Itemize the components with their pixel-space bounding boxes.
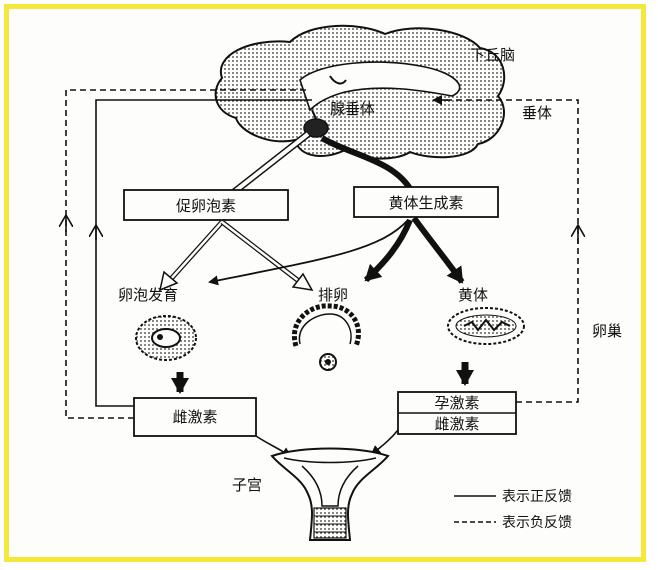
label-hypothalamus: 下丘脑 bbox=[470, 46, 515, 64]
fsh-box: 促卵泡素 bbox=[123, 189, 289, 221]
lh-box: 黄体生成素 bbox=[353, 186, 499, 218]
pituitary-to-fsh-line bbox=[231, 131, 311, 195]
progesterone-to-uterus-arrow bbox=[370, 429, 399, 456]
right-negative-feedback-line bbox=[432, 99, 579, 403]
fsh-to-follicle-arrow bbox=[158, 220, 224, 292]
label-corpus-luteum: 黄体 bbox=[458, 286, 488, 304]
progesterone-label: 孕激素 bbox=[434, 394, 479, 412]
estrogen-label: 雌激素 bbox=[172, 408, 217, 426]
legend-solid-label: 表示正反馈 bbox=[502, 489, 572, 505]
estrogen-2-label: 雌激素 bbox=[434, 415, 479, 433]
label-uterus: 子宫 bbox=[232, 476, 262, 494]
brain-hypothalamus bbox=[214, 24, 506, 160]
fsh-label: 促卵泡素 bbox=[176, 197, 236, 215]
label-follicle-development: 卵泡发育 bbox=[118, 286, 178, 304]
follicle-illustration bbox=[135, 315, 197, 361]
label-pituitary-gland: 垂体 bbox=[522, 104, 552, 122]
left-negative-feedback-line bbox=[65, 89, 306, 419]
uterus-illustration bbox=[270, 447, 390, 541]
label-ovulation: 排卵 bbox=[318, 286, 348, 304]
pituitary-to-lh-line bbox=[320, 135, 415, 194]
progesterone-estrogen-box: 孕激素 雌激素 bbox=[397, 391, 517, 435]
label-ovary: 卵巢 bbox=[592, 322, 622, 340]
lh-to-corpus-luteum-arrow bbox=[411, 216, 465, 284]
estrogen-box: 雌激素 bbox=[133, 397, 257, 437]
lh-to-ovulation-arrow bbox=[363, 218, 413, 283]
legend: 表示正反馈 表示负反馈 bbox=[454, 489, 572, 531]
label-anterior-pituitary: 腺垂体 bbox=[330, 100, 375, 118]
left-positive-feedback-line bbox=[95, 99, 312, 407]
ovulation-illustration bbox=[291, 303, 361, 371]
lh-to-follicle-arrow bbox=[208, 219, 409, 286]
lh-label: 黄体生成素 bbox=[388, 194, 463, 212]
fsh-to-ovulation-arrow bbox=[220, 220, 314, 291]
legend-dashed-label: 表示负反馈 bbox=[502, 515, 572, 531]
corpus-luteum-illustration bbox=[447, 307, 525, 345]
pituitary-body bbox=[303, 118, 329, 138]
